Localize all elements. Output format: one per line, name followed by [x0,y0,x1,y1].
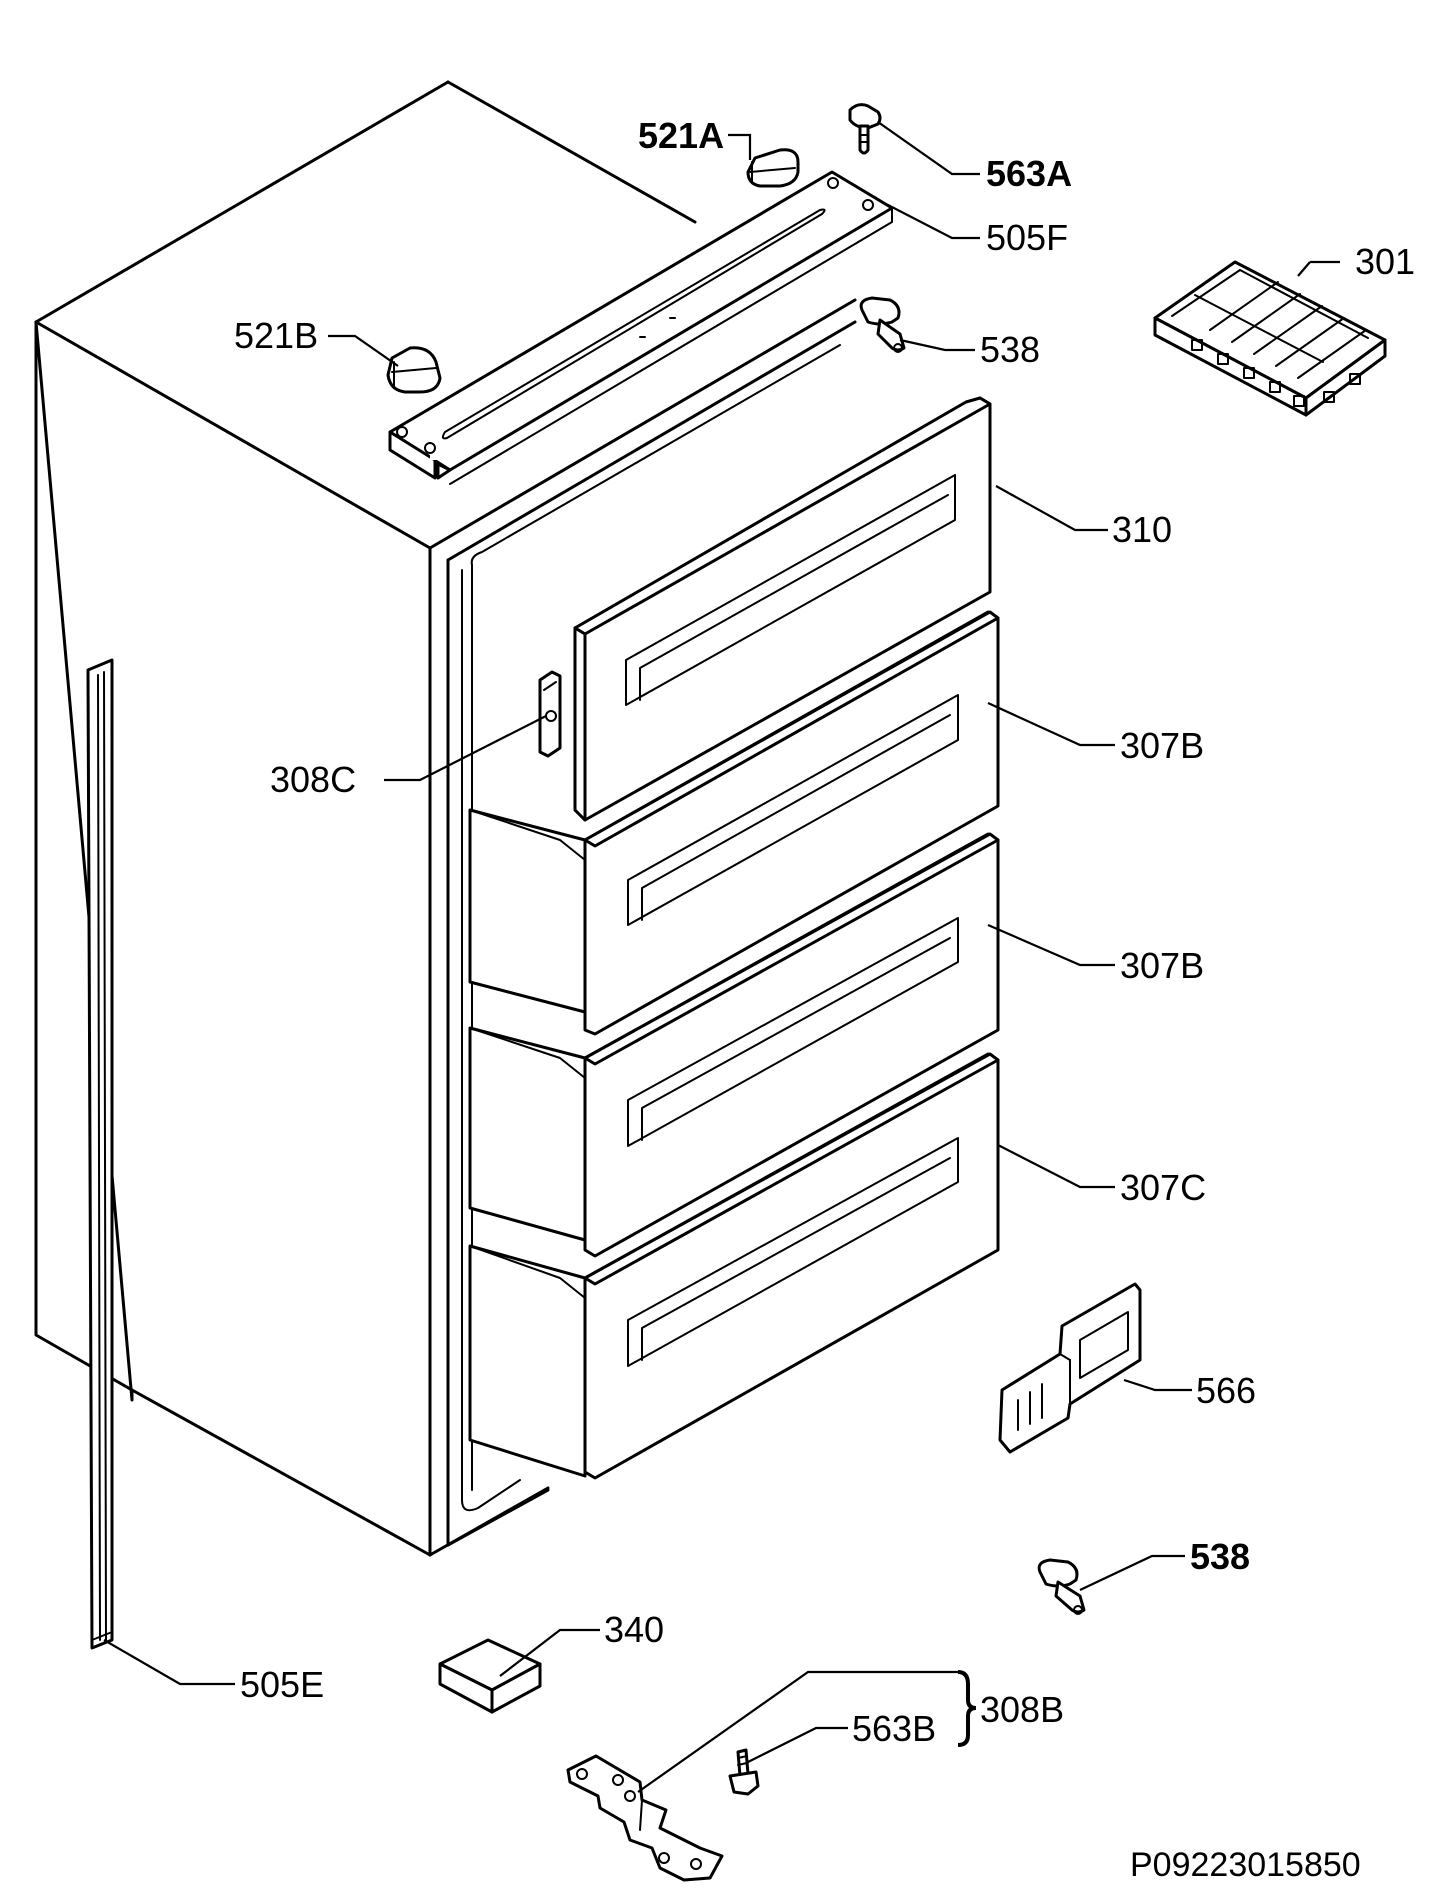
reference-code: P09223015850 [1130,1846,1361,1884]
label-308b: 308B [980,1689,1064,1730]
door-seal-505e [86,658,114,1650]
ice-tray-301 [1153,260,1387,417]
top-rail-505f [388,170,894,485]
cap-521a [746,148,800,188]
part-labels: 521A 563A 505F 301 521B 538 310 307B 308… [234,115,1415,1884]
screw-563a [848,103,882,155]
label-538-top: 538 [980,329,1040,370]
leader-lines [103,121,1340,1793]
label-505f: 505F [986,217,1068,258]
label-538-bottom: 538 [1190,1536,1250,1577]
cap-521b [386,346,442,394]
scraper-566 [998,1282,1142,1454]
hinge-308b [566,1754,724,1882]
label-340: 340 [604,1609,664,1650]
label-307b-2: 307B [1120,945,1204,986]
label-307c: 307C [1120,1167,1206,1208]
label-307b-1: 307B [1120,725,1204,766]
label-310: 310 [1112,509,1172,550]
label-563a: 563A [986,153,1072,194]
screw-563b [728,1748,760,1796]
drawer-307c [468,1052,1000,1480]
label-308c: 308C [270,759,356,800]
label-301: 301 [1355,241,1415,282]
label-521b: 521B [234,315,318,356]
drawer-307b-1 [468,610,1000,1036]
label-521a: 521A [638,115,724,156]
pin-538-bottom [1037,1558,1086,1615]
label-505e: 505E [240,1664,324,1705]
label-566: 566 [1196,1370,1256,1411]
drawer-307b-2 [468,832,1000,1258]
flap-310 [573,396,992,822]
pin-538-top [859,296,906,353]
label-563b: 563B [852,1708,936,1749]
bracket-308c [538,670,562,758]
block-340 [438,1638,542,1714]
